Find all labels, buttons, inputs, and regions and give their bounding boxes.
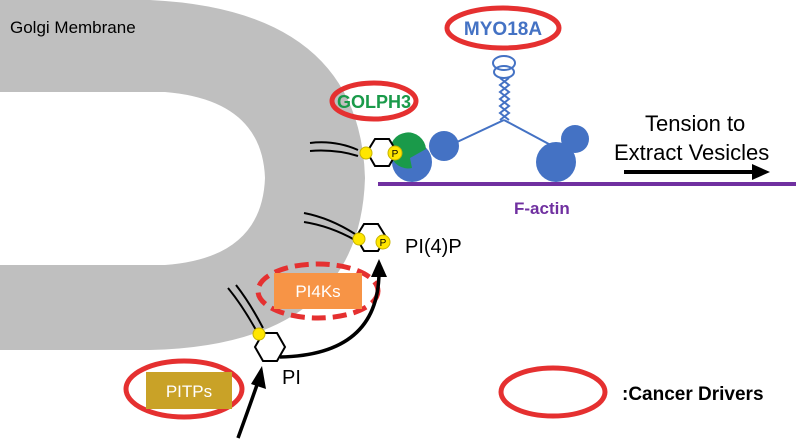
phosphate-label-2: P <box>380 238 387 249</box>
f-actin-label: F-actin <box>514 199 570 218</box>
tension-label-line2: Extract Vesicles <box>614 140 769 165</box>
golph3-protein <box>390 132 426 169</box>
golph3-driver-outline <box>329 80 419 122</box>
myo18a-motor <box>392 55 589 182</box>
pitps-driver-outline <box>123 358 245 420</box>
conversion-arrow <box>279 272 381 359</box>
pitps-box <box>146 372 232 409</box>
pi-lipid <box>227 284 287 362</box>
pi4ks-label: PI4Ks <box>295 282 340 301</box>
tension-label-line1: Tension to <box>645 111 745 136</box>
membrane-label: Golgi Membrane <box>10 18 136 37</box>
golph3-label: GOLPH3 <box>337 92 411 112</box>
pi4p-label: PI(4)P <box>405 236 462 258</box>
pi4ks-box <box>274 273 362 309</box>
entry-arrow <box>236 381 260 439</box>
legend-label: :Cancer Drivers <box>622 384 764 405</box>
tension-arrow-head <box>752 164 770 180</box>
golgi-membrane <box>0 0 365 350</box>
pitps-label: PITPs <box>166 382 212 401</box>
myo18a-label: MYO18A <box>464 19 542 40</box>
legend-driver-outline <box>498 365 608 419</box>
phosphate-label-1: P <box>392 149 399 160</box>
pi-label: PI <box>282 367 301 389</box>
conversion-arrow-head <box>371 259 387 277</box>
pi4p-lipid: P <box>303 212 391 252</box>
entry-arrow-head <box>251 366 266 389</box>
myo18a-driver-outline <box>444 5 562 51</box>
pi4p-bound-lipid: P <box>309 138 403 167</box>
